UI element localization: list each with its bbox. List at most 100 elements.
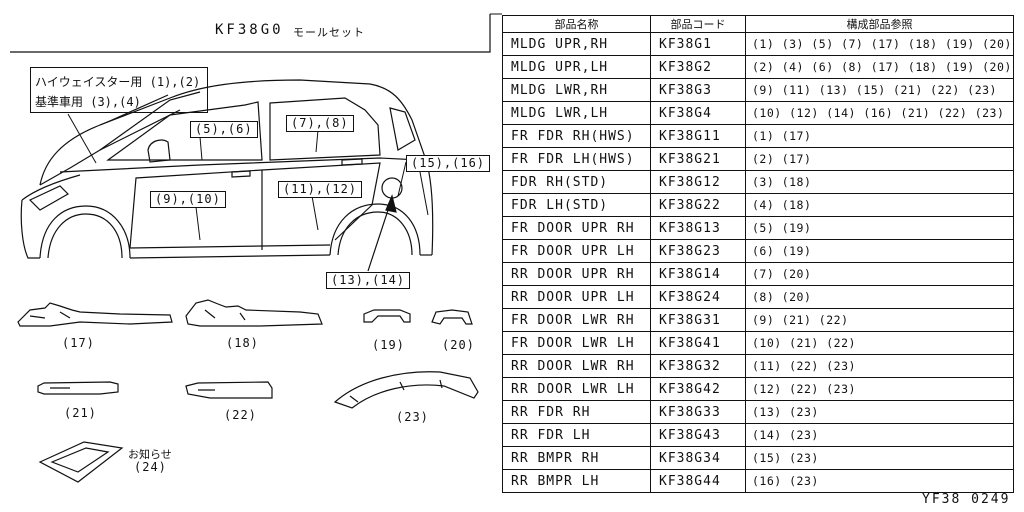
component-refs-cell: (6) (19) bbox=[745, 239, 1014, 263]
part-code-cell: KF38G43 bbox=[650, 423, 746, 447]
part-code-cell: KF38G4 bbox=[650, 101, 746, 125]
table-row: FR FDR RH(HWS)KF38G11(1) (17) bbox=[502, 124, 1014, 148]
component-refs-cell: (10) (21) (22) bbox=[745, 331, 1014, 355]
figure-id: YF38 0249 bbox=[922, 492, 1011, 507]
part-code-cell: KF38G32 bbox=[650, 354, 746, 378]
part-label-20: (20) bbox=[442, 338, 475, 352]
part-name-cell: RR BMPR RH bbox=[502, 446, 651, 470]
part-name-cell: RR DOOR UPR RH bbox=[502, 262, 651, 286]
part-code-cell: KF38G21 bbox=[650, 147, 746, 171]
kit-name-label: モールセット bbox=[293, 26, 365, 39]
component-refs-cell: (9) (21) (22) bbox=[745, 308, 1014, 332]
component-refs-cell: (7) (20) bbox=[745, 262, 1014, 286]
part-name-cell: FR DOOR LWR RH bbox=[502, 308, 651, 332]
part-23-drawing bbox=[333, 371, 479, 409]
component-refs-cell: (3) (18) bbox=[745, 170, 1014, 194]
component-refs-cell: (14) (23) bbox=[745, 423, 1014, 447]
part-name-cell: FR FDR RH(HWS) bbox=[502, 124, 651, 148]
callout-11-12: (11),(12) bbox=[278, 181, 363, 198]
part-name-cell: FR DOOR UPR RH bbox=[502, 216, 651, 240]
part-code-cell: KF38G42 bbox=[650, 377, 746, 401]
part-code-cell: KF38G33 bbox=[650, 400, 746, 424]
car-body-drawing bbox=[20, 79, 434, 259]
part-name-cell: RR FDR LH bbox=[502, 423, 651, 447]
table-row: FDR RH(STD)KF38G12(3) (18) bbox=[502, 170, 1014, 194]
component-refs-cell: (10) (12) (14) (16) (21) (22) (23) bbox=[745, 101, 1014, 125]
part-label-17: (17) bbox=[62, 336, 95, 350]
part-name-cell: RR DOOR LWR RH bbox=[502, 354, 651, 378]
component-refs-cell: (16) (23) bbox=[745, 469, 1014, 493]
standard-note: 基準車用 (3),(4) bbox=[35, 95, 141, 109]
part-21-drawing bbox=[37, 381, 119, 395]
component-refs-cell: (13) (23) bbox=[745, 400, 1014, 424]
part-code-cell: KF38G22 bbox=[650, 193, 746, 217]
part-name-cell: FR DOOR UPR LH bbox=[502, 239, 651, 263]
part-name-cell: RR BMPR LH bbox=[502, 469, 651, 493]
part-label-19: (19) bbox=[372, 338, 405, 352]
part-name-cell: FR DOOR LWR LH bbox=[502, 331, 651, 355]
part-code-cell: KF38G34 bbox=[650, 446, 746, 470]
component-refs-cell: (2) (4) (6) (8) (17) (18) (19) (20) bbox=[745, 55, 1014, 79]
part-name-cell: FR FDR LH(HWS) bbox=[502, 147, 651, 171]
part-code-cell: KF38G2 bbox=[650, 55, 746, 79]
component-refs-cell: (9) (11) (13) (15) (21) (22) (23) bbox=[745, 78, 1014, 102]
component-refs-cell: (2) (17) bbox=[745, 147, 1014, 171]
part-code-cell: KF38G13 bbox=[650, 216, 746, 240]
header-part-code: 部品コード bbox=[650, 15, 746, 33]
part-24-drawing bbox=[38, 441, 124, 483]
part-name-cell: MLDG UPR,RH bbox=[502, 32, 651, 56]
part-name-cell: MLDG UPR,LH bbox=[502, 55, 651, 79]
part-name-cell: FDR RH(STD) bbox=[502, 170, 651, 194]
part-label-24-notice: お知らせ bbox=[128, 448, 172, 461]
callout-15-16: (15),(16) bbox=[406, 155, 491, 172]
part-code-cell: KF38G23 bbox=[650, 239, 746, 263]
header-part-name: 部品名称 bbox=[502, 15, 651, 33]
part-code-cell: KF38G14 bbox=[650, 262, 746, 286]
kit-code-label: KF38G0 bbox=[215, 22, 284, 38]
component-refs-cell: (12) (22) (23) bbox=[745, 377, 1014, 401]
callout-13-14: (13),(14) bbox=[326, 272, 411, 289]
part-22-drawing bbox=[185, 381, 273, 399]
part-code-cell: KF38G12 bbox=[650, 170, 746, 194]
component-refs-cell: (8) (20) bbox=[745, 285, 1014, 309]
part-code-cell: KF38G31 bbox=[650, 308, 746, 332]
table-row: FDR LH(STD)KF38G22(4) (18) bbox=[502, 193, 1014, 217]
part-name-cell: RR FDR RH bbox=[502, 400, 651, 424]
component-refs-cell: (15) (23) bbox=[745, 446, 1014, 470]
part-17-drawing bbox=[17, 302, 173, 327]
part-name-cell: RR DOOR UPR LH bbox=[502, 285, 651, 309]
part-label-18: (18) bbox=[226, 336, 259, 350]
component-refs-cell: (1) (3) (5) (7) (17) (18) (19) (20) bbox=[745, 32, 1014, 56]
part-code-cell: KF38G24 bbox=[650, 285, 746, 309]
component-refs-cell: (11) (22) (23) bbox=[745, 354, 1014, 378]
part-20-drawing bbox=[431, 309, 473, 325]
part-code-cell: KF38G41 bbox=[650, 331, 746, 355]
part-code-cell: KF38G3 bbox=[650, 78, 746, 102]
callout-7-8: (7),(8) bbox=[286, 115, 354, 132]
part-label-21: (21) bbox=[64, 406, 97, 420]
component-refs-cell: (4) (18) bbox=[745, 193, 1014, 217]
part-label-23: (23) bbox=[396, 410, 429, 424]
variant-legend: ハイウェイスター用 (1),(2) 基準車用 (3),(4) bbox=[30, 67, 208, 113]
callout-9-10: (9),(10) bbox=[150, 191, 226, 208]
highway-star-note: ハイウェイスター用 (1),(2) bbox=[35, 75, 201, 89]
part-code-cell: KF38G44 bbox=[650, 469, 746, 493]
part-label-22: (22) bbox=[224, 408, 257, 422]
component-refs-cell: (1) (17) bbox=[745, 124, 1014, 148]
